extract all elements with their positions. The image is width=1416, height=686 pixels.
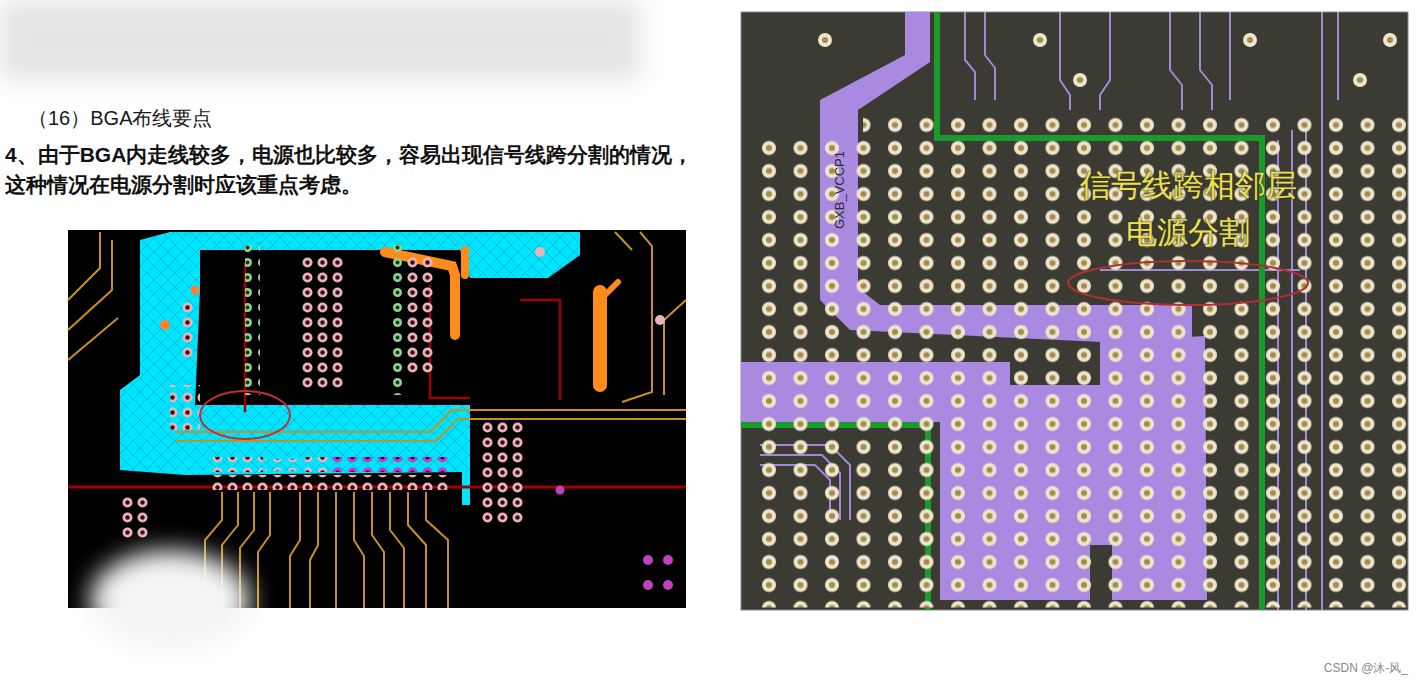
net-name: GXB_VCCP1 bbox=[832, 151, 847, 229]
body-text-box: 4、由于BGA内走线较多，电源也比较多，容易出现信号线跨分割的情况，这种情况在电… bbox=[5, 140, 705, 200]
body-text: 4、由于BGA内走线较多，电源也比较多，容易出现信号线跨分割的情况，这种情况在电… bbox=[5, 140, 705, 200]
slide-heading: （16）BGA布线要点 bbox=[28, 106, 212, 130]
net-name-box: GXB_VCCP1 bbox=[832, 151, 847, 229]
watermark-box: CSDN @沐-风_ bbox=[1324, 660, 1408, 676]
callout-text-box: 信号线跨相邻层 电源分割 bbox=[1028, 162, 1348, 256]
slide-heading-box: （16）BGA布线要点 bbox=[28, 106, 212, 130]
left-pcb-view bbox=[68, 230, 686, 650]
callout-text: 信号线跨相邻层 电源分割 bbox=[1028, 162, 1348, 256]
blurred-heading bbox=[0, 0, 640, 80]
watermark: CSDN @沐-风_ bbox=[1324, 660, 1408, 676]
right-pcb-view bbox=[741, 12, 1408, 610]
